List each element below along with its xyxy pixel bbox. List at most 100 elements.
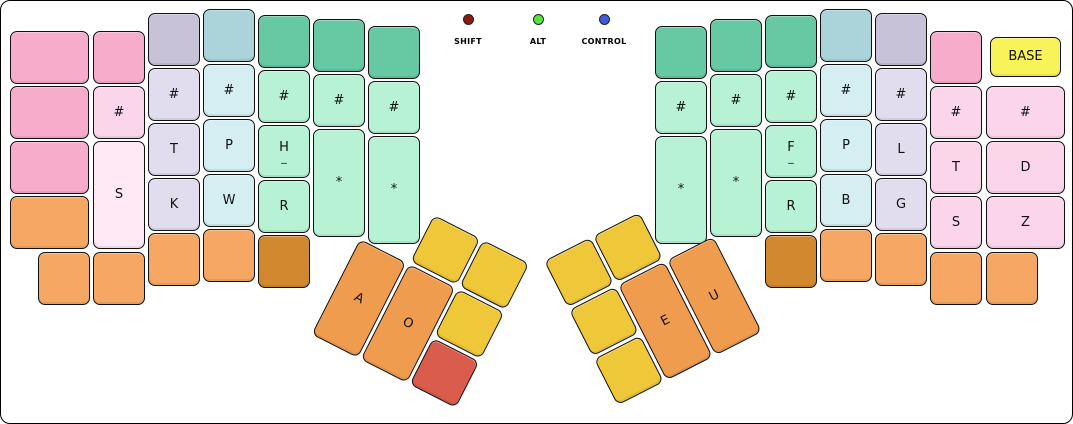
key-T-right[interactable]: T (930, 141, 982, 194)
control-indicator-label: CONTROL (581, 37, 627, 46)
key-B[interactable]: B (820, 174, 872, 227)
key-blank-l-index-top[interactable] (258, 15, 310, 68)
alt-indicator-dot (532, 14, 544, 25)
key-K[interactable]: K (148, 178, 200, 231)
key-blank-r-bottom-1[interactable] (765, 235, 817, 288)
key-blank-r-bottom-4[interactable] (930, 252, 982, 305)
key-blank-r-ring-top[interactable] (875, 13, 927, 66)
key-label: H (279, 140, 289, 155)
key-H[interactable]: H_ (258, 125, 310, 178)
key-label: # (1020, 104, 1031, 120)
key-hash-r-inner1[interactable]: # (710, 74, 762, 127)
key-label: # (675, 99, 687, 115)
key-blank-l-pinky2-mid[interactable] (10, 86, 89, 139)
key-hash-r-index[interactable]: # (765, 70, 817, 123)
key-hash-l-middle[interactable]: # (203, 64, 255, 117)
key-label: S (114, 187, 124, 202)
key-S-left[interactable]: S (93, 141, 145, 249)
key-F[interactable]: F_ (765, 125, 817, 178)
key-label: L (897, 141, 905, 157)
key-blank-l-bottom-5[interactable] (258, 235, 310, 288)
key-hash-r-pinky2[interactable]: # (986, 86, 1065, 139)
key-blank-r-index-top[interactable] (765, 15, 817, 68)
key-hash-r-middle[interactable]: # (820, 64, 872, 117)
key-blank-r-bottom-5[interactable] (986, 252, 1038, 305)
key-label: * (390, 182, 398, 197)
key-blank-r-inner1-top[interactable] (710, 19, 762, 72)
key-label: # (278, 88, 290, 104)
key-blank-l-bottom-4[interactable] (203, 229, 255, 282)
key-label: D (1020, 159, 1031, 175)
key-label: B (841, 192, 851, 208)
key-label: F (787, 140, 795, 155)
shift-indicator-label: SHIFT (454, 37, 482, 46)
key-label: # (730, 92, 742, 108)
key-hash-l-pinky[interactable]: # (93, 86, 145, 139)
indicator-control: CONTROL (564, 14, 644, 46)
key-label: O (400, 313, 417, 333)
key-layer-base[interactable]: BASE (990, 37, 1061, 77)
key-hash-r-inner2[interactable]: # (655, 81, 707, 134)
key-blank-l-inner1-top[interactable] (313, 19, 365, 72)
key-blank-l-pinky2-bottom[interactable] (10, 196, 89, 249)
key-blank-l-inner2-top[interactable] (368, 26, 420, 79)
key-blank-l-pinky-top[interactable] (93, 31, 145, 84)
key-hash-l-inner1[interactable]: # (313, 74, 365, 127)
indicator-shift: SHIFT (428, 14, 508, 46)
key-blank-l-bottom-1[interactable] (38, 252, 90, 305)
key-hash-l-index[interactable]: # (258, 70, 310, 123)
key-L[interactable]: L (875, 123, 927, 176)
key-hash-r-ring[interactable]: # (875, 68, 927, 121)
key-label: R (279, 198, 289, 214)
key-blank-l-ring-top[interactable] (148, 13, 200, 66)
shift-indicator-dot (462, 14, 474, 25)
key-Z[interactable]: Z (986, 196, 1065, 249)
key-label: # (333, 92, 345, 108)
key-blank-r-bottom-3[interactable] (875, 233, 927, 286)
key-label: # (840, 82, 852, 98)
key-hash-r-pinky[interactable]: # (930, 86, 982, 139)
key-R-right[interactable]: R (765, 180, 817, 233)
alt-indicator-label: ALT (529, 37, 547, 46)
key-blank-r-bottom-2[interactable] (820, 229, 872, 282)
key-label: G (895, 196, 907, 212)
key-label: * (677, 182, 685, 197)
key-R-left[interactable]: R (258, 180, 310, 233)
indicator-alt: ALT (498, 14, 578, 46)
key-blank-r-middle-top[interactable] (820, 9, 872, 62)
key-star-left-2[interactable]: * (368, 136, 420, 244)
key-P-left[interactable]: P (203, 119, 255, 172)
key-sub-label: _ (788, 151, 794, 164)
key-blank-r-inner2-top[interactable] (655, 26, 707, 79)
key-label: W (222, 192, 236, 208)
key-S-right[interactable]: S (930, 196, 982, 249)
key-label: K (169, 196, 179, 212)
key-label: P (225, 137, 233, 153)
key-W[interactable]: W (203, 174, 255, 227)
key-blank-l-middle-top[interactable] (203, 9, 255, 62)
key-star-right-2[interactable]: * (710, 129, 762, 237)
key-hash-l-inner2[interactable]: # (368, 81, 420, 134)
key-T-left[interactable]: T (148, 123, 200, 176)
key-label: BASE (1008, 49, 1043, 64)
key-blank-l-bottom-2[interactable] (93, 252, 145, 305)
key-P-right[interactable]: P (820, 119, 872, 172)
key-blank-l-pinky2-low[interactable] (10, 141, 89, 194)
key-blank-r-pinky-top[interactable] (930, 31, 982, 84)
key-label: # (950, 104, 962, 120)
key-label: # (223, 82, 235, 98)
key-star-left-1[interactable]: * (313, 129, 365, 237)
key-sub-label: _ (281, 151, 287, 164)
key-blank-l-bottom-3[interactable] (148, 233, 200, 286)
key-label: # (113, 104, 125, 120)
key-hash-l-ring[interactable]: # (148, 68, 200, 121)
key-star-right-1[interactable]: * (655, 136, 707, 244)
key-label: A (351, 289, 367, 307)
key-G[interactable]: G (875, 178, 927, 231)
key-label: # (168, 86, 180, 102)
key-label: E (658, 311, 673, 330)
key-label: T (170, 141, 178, 157)
key-D[interactable]: D (986, 141, 1065, 194)
key-blank-l-pinky2-top[interactable] (10, 31, 89, 84)
control-indicator-dot (598, 14, 610, 25)
